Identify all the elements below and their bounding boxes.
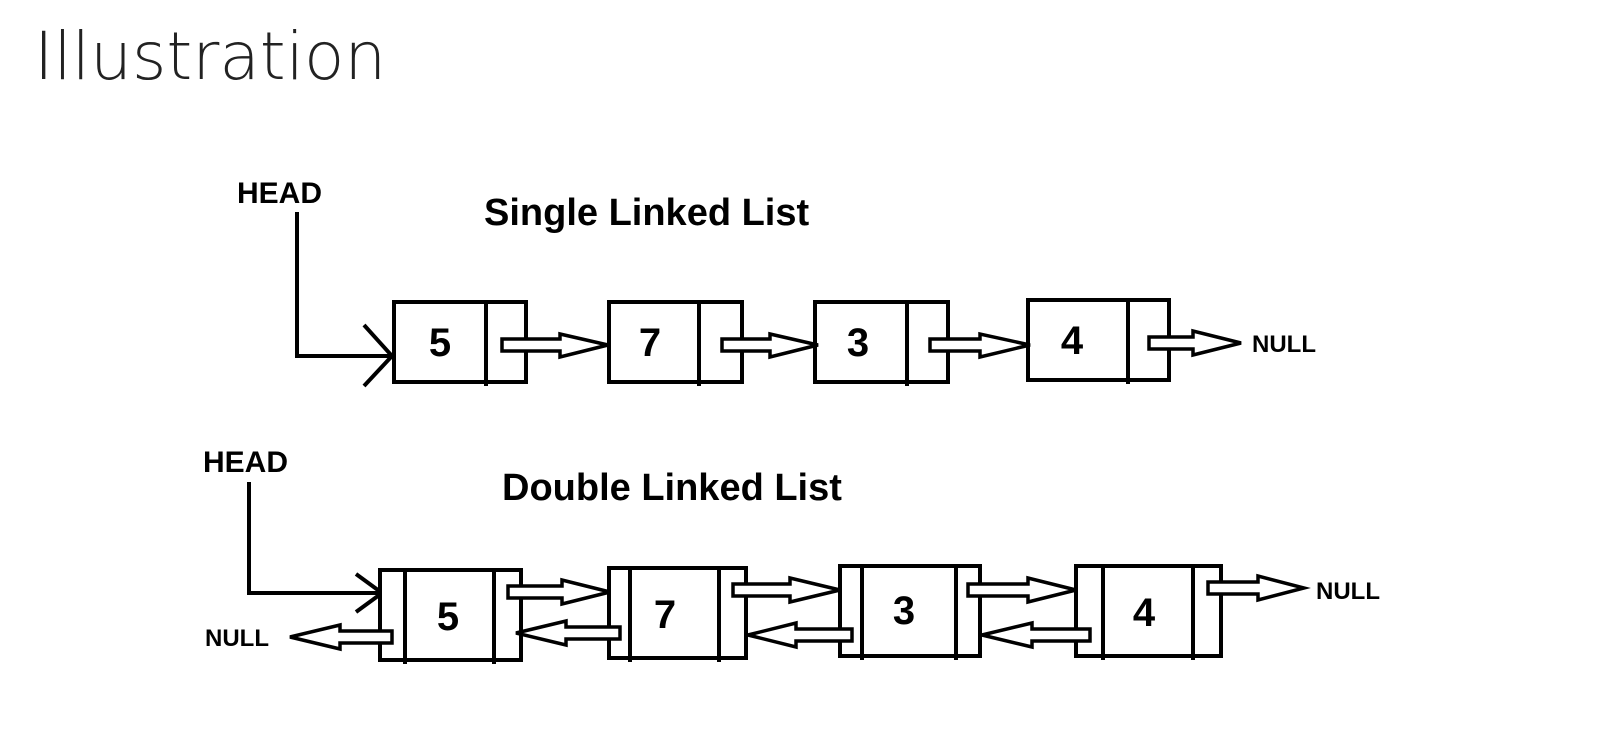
- double-node-1: 5: [378, 568, 523, 664]
- double-node-3: 3: [838, 564, 982, 660]
- double-node-4: 4: [1074, 564, 1223, 660]
- double-prev-arrow-1: [515, 618, 622, 648]
- double-node-2: 7: [607, 566, 748, 662]
- single-node-2-value: 7: [639, 321, 661, 365]
- double-next-arrow-1: [506, 577, 611, 607]
- single-list-title: Single Linked List: [484, 192, 809, 234]
- double-head-pointer: [247, 482, 380, 595]
- double-prev-arrow-2: [747, 620, 854, 650]
- single-node-4-value: 4: [1061, 319, 1084, 363]
- double-next-arrow-2: [731, 575, 841, 605]
- single-head-label: HEAD: [237, 177, 322, 210]
- single-null-label: NULL: [1252, 331, 1316, 358]
- single-node-2: 7: [607, 300, 744, 386]
- double-node-2-value: 7: [654, 593, 676, 637]
- single-node-3-value: 3: [847, 321, 869, 365]
- double-next-arrow-null: [1206, 573, 1311, 603]
- double-null-left-label: NULL: [205, 625, 269, 652]
- single-node-4: 4: [1026, 298, 1171, 384]
- single-linked-list: HEAD Single Linked List 5 7 3 4: [237, 177, 1316, 388]
- slide-title: Illustration: [34, 18, 387, 95]
- single-next-arrow-3: [928, 331, 1031, 360]
- double-node-1-value: 5: [437, 595, 459, 639]
- single-node-3: 3: [813, 300, 950, 386]
- single-node-1-value: 5: [429, 321, 451, 365]
- single-next-arrow-1: [500, 331, 609, 360]
- single-head-pointer: [295, 212, 390, 358]
- double-next-arrow-3: [966, 575, 1077, 605]
- double-node-3-value: 3: [893, 589, 915, 633]
- double-linked-list: HEAD Double Linked List 5 7 3: [203, 446, 1380, 664]
- double-node-4-value: 4: [1133, 591, 1156, 635]
- single-next-arrow-null: [1147, 328, 1242, 358]
- double-prev-arrow-3: [981, 620, 1092, 650]
- double-null-right-label: NULL: [1316, 578, 1380, 605]
- double-prev-arrow-null: [289, 622, 394, 652]
- double-head-label: HEAD: [203, 446, 288, 479]
- double-list-title: Double Linked List: [502, 467, 842, 509]
- single-next-arrow-2: [720, 331, 819, 360]
